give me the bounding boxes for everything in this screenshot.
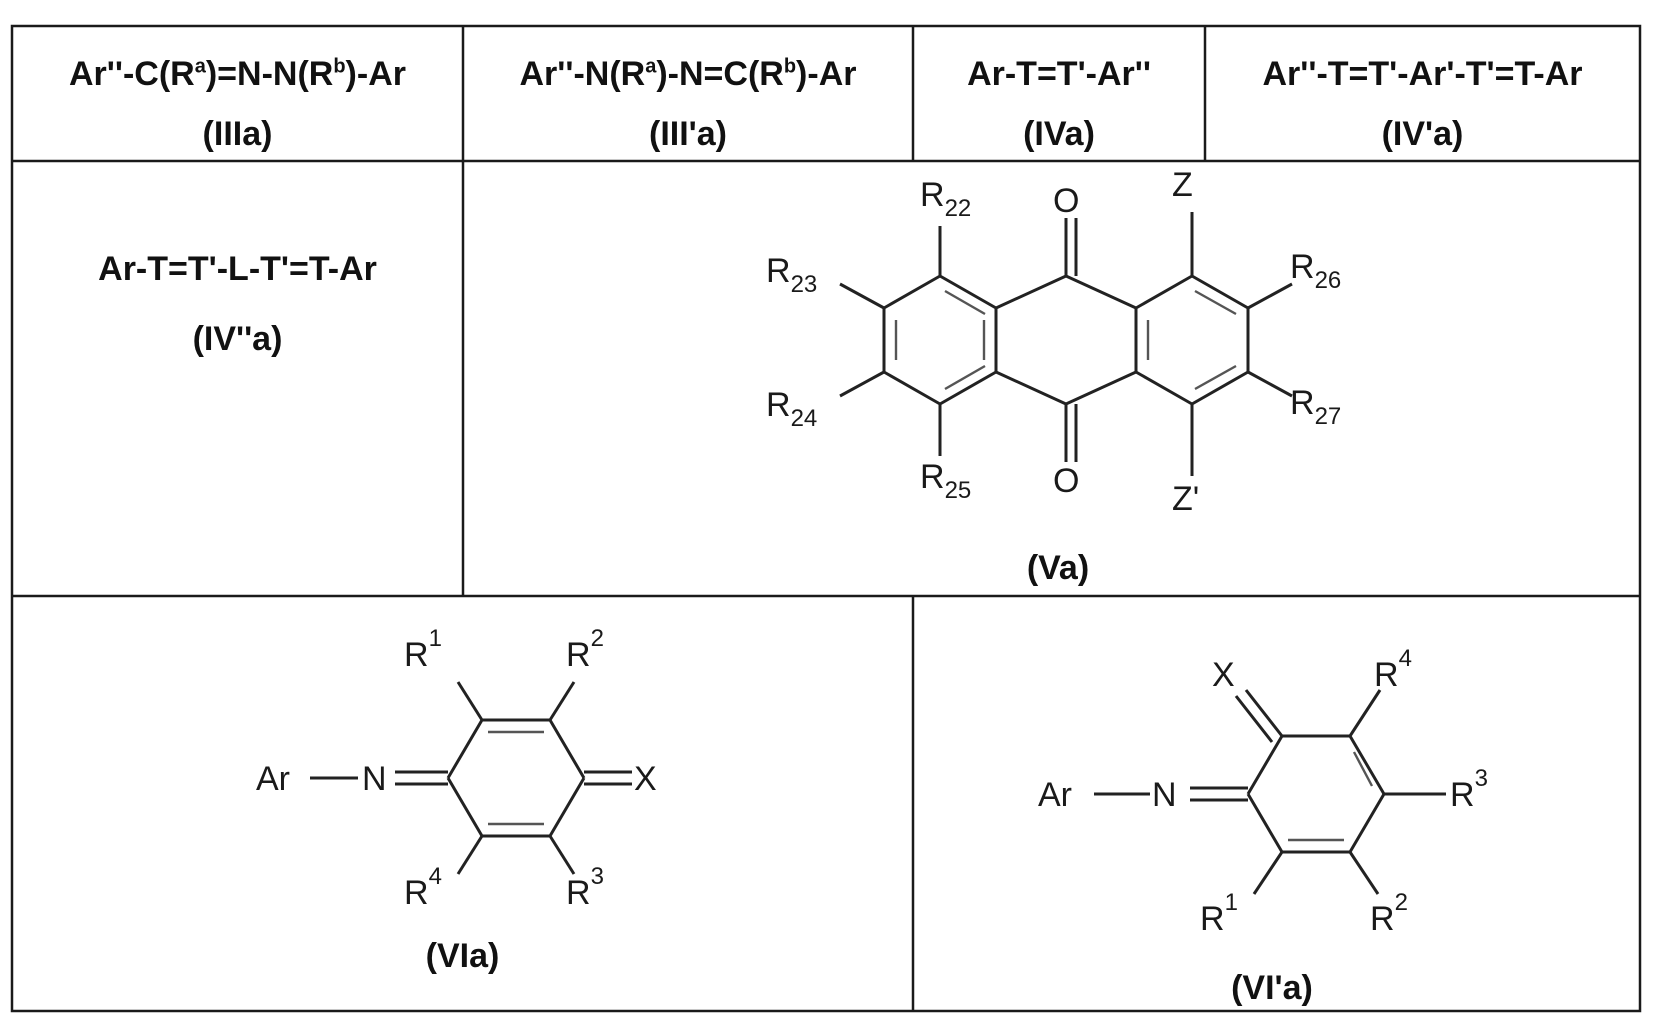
- viprime-a-r2: R2: [1370, 889, 1408, 938]
- viprime-a-ring: [1248, 736, 1384, 852]
- viprime-a-substituent-bonds: [1094, 690, 1446, 894]
- viprime-a-ar: Ar: [1038, 776, 1072, 814]
- label-viprime-a: (VI'a): [1100, 968, 1444, 1008]
- viprime-a-x: X: [1212, 656, 1235, 694]
- viprime-a-r4: R4: [1374, 645, 1412, 694]
- viprime-a-n: N: [1152, 776, 1177, 814]
- viprime-a-atom-labels: Ar N X R4 R3 R1 R2: [1038, 645, 1488, 938]
- viprime-a-r3: R3: [1450, 765, 1488, 814]
- viprime-a-r1: R1: [1200, 889, 1238, 938]
